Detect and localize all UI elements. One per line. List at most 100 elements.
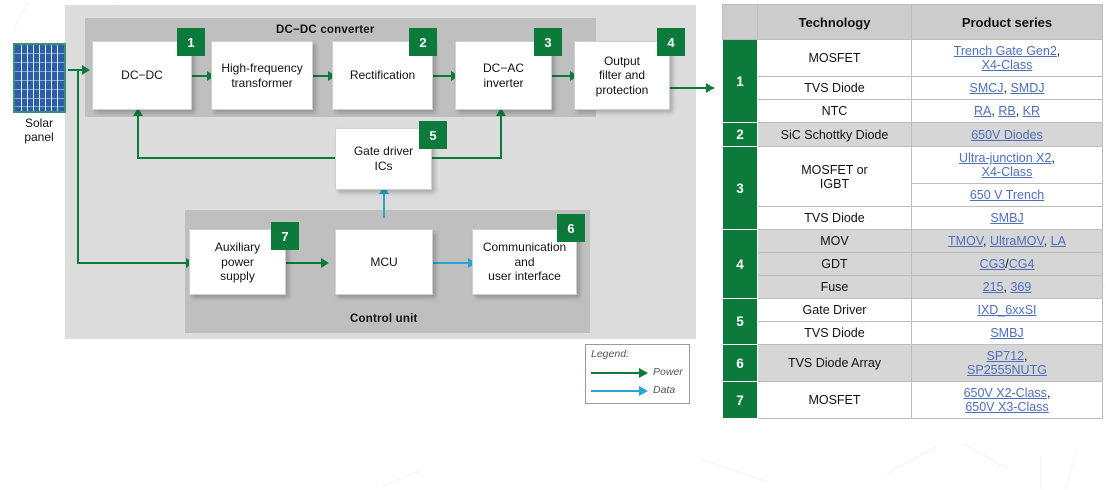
table-row: 650 V Trench (723, 183, 1103, 207)
tech-tvs-diode-array: TVS Diode Array (757, 344, 912, 382)
block-aux-label-line3: supply (220, 269, 255, 284)
row-number-1: 1 (722, 39, 758, 123)
link-x4-class-1[interactable]: X4-Class (981, 58, 1033, 72)
legend-data-line (591, 390, 639, 392)
legend-data-label: Data (653, 384, 676, 396)
wire-gatedriver-to-dcdc-h (137, 157, 335, 159)
wire-rectification-to-inverter (433, 75, 454, 77)
badge-3: 3 (534, 28, 562, 56)
badge-1: 1 (177, 28, 205, 56)
header-number (722, 4, 758, 40)
separator-comma: , (1003, 81, 1011, 95)
block-hf-transformer[interactable]: High-frequency transformer (211, 41, 313, 110)
link-smbj-2[interactable]: SMBJ (990, 326, 1024, 340)
link-cg4[interactable]: CG4 (1008, 257, 1035, 271)
link-215[interactable]: 215 (982, 280, 1004, 294)
legend-power-label: Power (653, 366, 683, 378)
link-650v-trench[interactable]: 650 V Trench (969, 188, 1045, 202)
link-650v-diodes[interactable]: 650V Diodes (971, 127, 1043, 142)
separator-slash: / (1005, 257, 1009, 271)
block-rectification[interactable]: Rectification (332, 41, 433, 110)
block-gate-driver-label-line1: Gate driver (353, 144, 414, 159)
tech-mosfet-7: MOSFET (757, 381, 912, 419)
arrow-solar-to-dcdc (82, 65, 90, 75)
block-dc-dc[interactable]: DC−DC (92, 41, 192, 110)
row-number-7: 7 (722, 381, 758, 419)
block-dc-dc-label: DC−DC (121, 68, 163, 83)
link-smdj[interactable]: SMDJ (1010, 81, 1045, 95)
block-output-filter-protection[interactable]: Output filter and protection (574, 41, 670, 110)
table-row: 3 MOSFET or IGBT Ultra-junction X2, X4-C… (722, 146, 1103, 230)
block-hf-transformer-label-line2: transformer (231, 75, 293, 90)
link-kr[interactable]: KR (1022, 104, 1041, 118)
table-row: TVS Diode SMCJ, SMDJ (723, 76, 1103, 100)
series-cell-6: 650 V Trench (911, 183, 1103, 207)
tech-mosfet-or-igbt-line2: IGBT (819, 176, 850, 191)
system-block-diagram: DC−DC converter Control unit Solar panel (13, 5, 714, 404)
link-rb[interactable]: RB (998, 104, 1016, 118)
legend-item-data: Data (591, 384, 686, 398)
table-row: 5 Gate Driver IXD_6xxSI (722, 298, 1103, 345)
wire-output-to-grid (670, 87, 714, 89)
separator-comma: , (1024, 349, 1028, 363)
table-row: Fuse 215, 369 (723, 275, 1103, 299)
block-gate-driver-ics[interactable]: Gate driver ICs (335, 128, 432, 190)
link-smcj[interactable]: SMCJ (969, 81, 1004, 95)
tech-mosfet-or-igbt: MOSFET or IGBT (757, 146, 912, 207)
badge-5: 5 (419, 121, 447, 149)
header-product-series: Product series (911, 4, 1103, 40)
link-cg3[interactable]: CG3 (979, 257, 1006, 271)
link-650v-x3-class[interactable]: 650V X3-Class (965, 400, 1049, 414)
link-650v-x2-class[interactable]: 650V X2-Class (963, 386, 1047, 400)
wire-gatedriver-to-inverter-v (500, 116, 502, 159)
block-output-filter-label-line1: Output (603, 53, 640, 68)
wire-dcdc-to-transformer (192, 75, 210, 77)
tech-ntc: NTC (757, 99, 912, 123)
link-369[interactable]: 369 (1010, 280, 1032, 294)
tech-gate-driver: Gate Driver (757, 298, 912, 322)
link-ixd-6xxsi[interactable]: IXD_6xxSI (977, 303, 1037, 317)
block-rectification-label: Rectification (349, 68, 416, 83)
separator-comma: , (1015, 104, 1023, 118)
separator-comma: , (1056, 44, 1061, 58)
separator-comma: , (1046, 386, 1051, 400)
table-row: 1 MOSFET Trench Gate Gen2, X4-Class (722, 39, 1103, 123)
table-row: 6 TVS Diode Array SP712, SP2555NUTG (722, 344, 1103, 382)
link-smbj-1[interactable]: SMBJ (990, 211, 1024, 225)
series-cell-2: SMCJ, SMDJ (911, 76, 1103, 100)
link-ra[interactable]: RA (973, 104, 992, 118)
separator-comma: , (1051, 151, 1055, 165)
row-number-6: 6 (722, 344, 758, 382)
block-mcu[interactable]: MCU (335, 229, 433, 295)
table-row: GDT CG3/CG4 (723, 252, 1103, 276)
link-la[interactable]: LA (1050, 234, 1066, 248)
wire-transformer-to-rectification (313, 75, 331, 77)
block-hf-transformer-label-line1: High-frequency (221, 60, 303, 75)
block-dc-ac-inverter-label-line2: inverter (483, 75, 524, 90)
row-number-2: 2 (722, 122, 758, 147)
series-cell-13: SP712, SP2555NUTG (911, 344, 1103, 382)
wire-gatedriver-to-inverter-h (432, 157, 502, 159)
legend-data-arrow-icon (639, 386, 648, 396)
series-cell-5: Ultra-junction X2, X4-Class (911, 146, 1103, 184)
tech-sic-schottky-diode: SiC Schottky Diode (757, 122, 912, 147)
block-aux-label-line2: power (221, 254, 254, 269)
table-header-row: Technology Product series (722, 4, 1103, 40)
solar-label-line1: Solar (24, 116, 53, 130)
legend-box: Legend: Power Data (585, 344, 690, 404)
wire-mcu-to-communication (433, 262, 471, 264)
link-ultramov[interactable]: UltraMOV (989, 234, 1044, 248)
tech-fuse: Fuse (757, 275, 912, 299)
link-ultra-junction-x2[interactable]: Ultra-junction X2 (959, 151, 1052, 165)
link-tmov[interactable]: TMOV (948, 234, 984, 248)
link-sp712[interactable]: SP712 (986, 349, 1025, 363)
series-cell-10: 215, 369 (911, 275, 1103, 299)
badge-7: 7 (271, 222, 299, 250)
arrow-aux-to-mcu (321, 258, 329, 268)
link-x4-class-2[interactable]: X4-Class (981, 165, 1033, 179)
block-auxiliary-power-supply[interactable]: Auxiliary power supply (189, 229, 286, 295)
link-trench-gate-gen2[interactable]: Trench Gate Gen2 (953, 44, 1057, 58)
separator-comma: , (1003, 280, 1011, 294)
link-sp2555nutg[interactable]: SP2555NUTG (967, 363, 1047, 377)
series-cell-8: TMOV, UltraMOV, LA (911, 229, 1103, 253)
